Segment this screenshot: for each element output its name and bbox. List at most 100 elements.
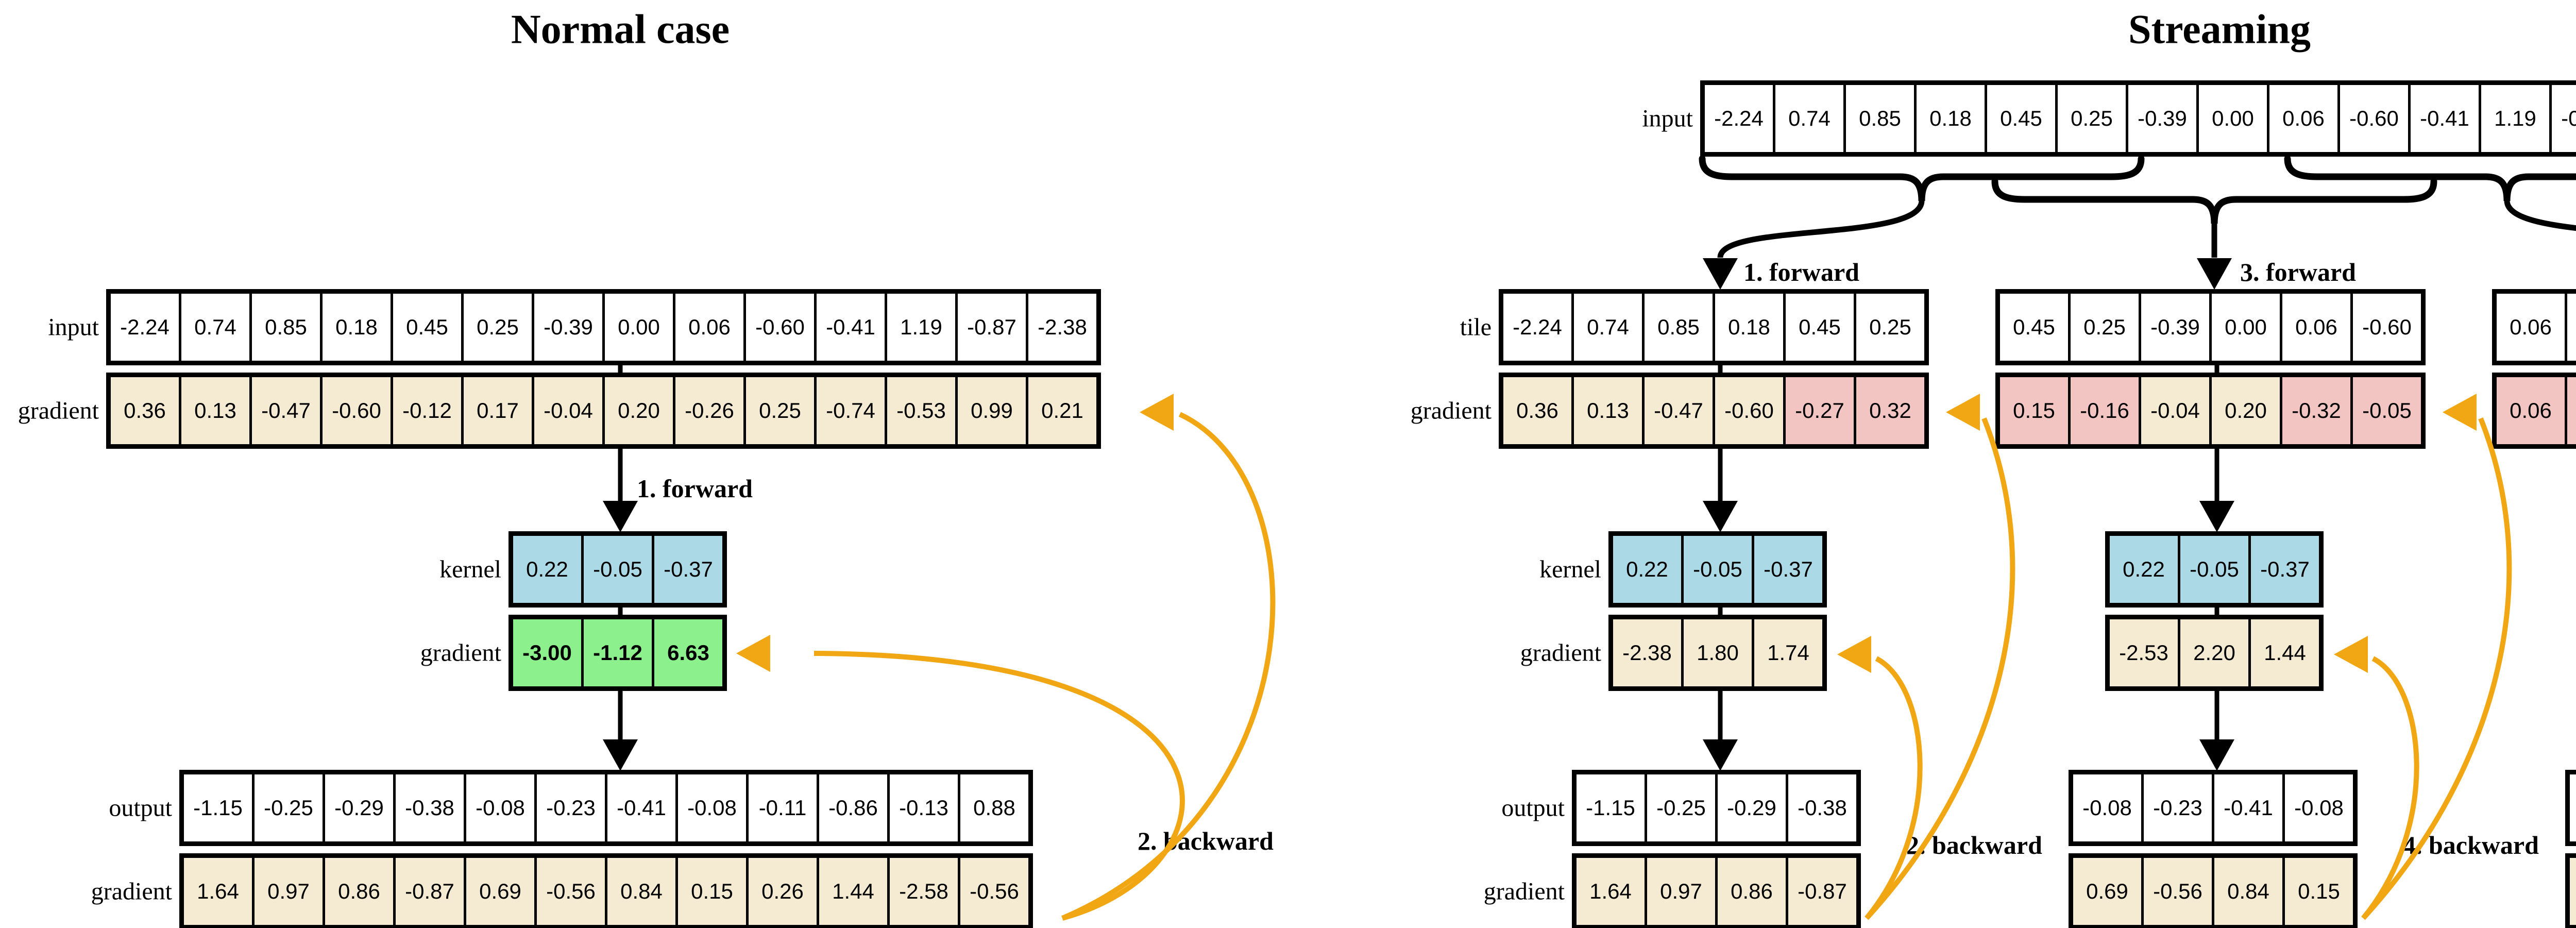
tile-1-output-gradient-row-cell-2: 0.86 <box>1715 855 1788 927</box>
tile-2-output-gradient-row-cell-3: 0.15 <box>2282 855 2355 927</box>
normal-output-gradient-row-cell-1: 0.97 <box>252 855 325 927</box>
normal-input-row-cell-3: 0.18 <box>320 291 393 363</box>
tile-2-row-cell-0: 0.45 <box>1997 291 2071 363</box>
normal-output-row-cell-5: -0.23 <box>534 772 607 844</box>
tile-1-gradient-row-cell-1: 0.13 <box>1571 375 1645 447</box>
tile-2-output-gradient-row-cell-1: -0.56 <box>2141 855 2214 927</box>
normal-kernel-gradient-row-cell-0: -3.00 <box>511 617 584 689</box>
normal-backward-input-arrowhead-icon <box>1140 394 1174 431</box>
normal-output-row-cell-11: 0.88 <box>958 772 1031 844</box>
streaming-tile-gradient-label: gradient <box>1410 397 1492 425</box>
normal-input-row-cell-7: 0.00 <box>602 291 675 363</box>
normal-input-gradient-row-cell-5: 0.17 <box>461 375 534 447</box>
normal-input-row-cell-13: -2.38 <box>1026 291 1099 363</box>
streaming-output-label: output <box>1501 794 1565 822</box>
normal-input-gradient-row-cell-2: -0.47 <box>249 375 323 447</box>
tile-2-gradient-row-cell-3: 0.20 <box>2209 375 2282 447</box>
tile-2-row-cell-2: -0.39 <box>2139 291 2212 363</box>
tile-1-forward-arrowhead-icon <box>1703 258 1738 290</box>
normal-kernel-row-cell-1: -0.05 <box>581 533 654 605</box>
tile-3-output-gradient-row-cell-0: 0.26 <box>2567 855 2576 927</box>
streaming-kernel-label: kernel <box>1539 555 1601 583</box>
tile-1-kernel-row-cell-0: 0.22 <box>1611 533 1684 605</box>
tile-1-gradient-row-cell-5: 0.32 <box>1854 375 1927 447</box>
streaming-input-row-cell-6: -0.39 <box>2126 82 2199 155</box>
normal-kernel-gradient-label: gradient <box>420 639 501 667</box>
normal-input-row-cell-6: -0.39 <box>532 291 605 363</box>
tile-2-backward-step-label: 4. backward <box>2403 831 2539 859</box>
normal-output-gradient-row-cell-5: -0.56 <box>534 855 607 927</box>
normal-input-gradient-row-cell-10: -0.74 <box>814 375 887 447</box>
streaming-input-row-cell-9: -0.60 <box>2337 82 2411 155</box>
tile-2-kernel-row-cell-1: -0.05 <box>2178 533 2251 605</box>
tile-3-row: 0.06-0.60-0.411.19-0.87-2.38 <box>2494 291 2576 363</box>
normal-output-gradient-row-cell-6: 0.84 <box>605 855 678 927</box>
normal-output-row-cell-1: -0.25 <box>252 772 325 844</box>
normal-output-arrowhead-icon <box>603 739 638 771</box>
normal-input-gradient-label: gradient <box>18 397 99 425</box>
normal-input-row-cell-8: 0.06 <box>673 291 746 363</box>
tile-1-row-cell-3: 0.18 <box>1713 291 1786 363</box>
normal-output-row-cell-6: -0.41 <box>605 772 678 844</box>
tile-3-row-cell-0: 0.06 <box>2494 291 2567 363</box>
tile-2-output-row: -0.08-0.23-0.41-0.08 <box>2071 772 2355 844</box>
tile-3-forward-curve <box>2504 199 2576 231</box>
normal-output-gradient-row-cell-0: 1.64 <box>181 855 255 927</box>
streaming-input-row-cell-4: 0.45 <box>1985 82 2058 155</box>
normal-input-row-cell-2: 0.85 <box>249 291 323 363</box>
tile-2-kernel-gradient-row-cell-1: 2.20 <box>2178 617 2251 689</box>
tile-2-kernel-row: 0.22-0.05-0.37 <box>2107 533 2321 605</box>
left-panel-title: Normal case <box>511 7 730 53</box>
tile-1-kernel-row-cell-1: -0.05 <box>1681 533 1754 605</box>
normal-input-gradient-row-cell-13: 0.21 <box>1026 375 1099 447</box>
tile-1-kernel-gradient-row-cell-1: 1.80 <box>1681 617 1754 689</box>
tile-1-row-cell-1: 0.74 <box>1571 291 1645 363</box>
tile-2-backward-tile-arrowhead-icon <box>2443 394 2477 431</box>
normal-kernel-gradient-row-cell-1: -1.12 <box>581 617 654 689</box>
tile-1-kernel-gradient-row-cell-2: 1.74 <box>1752 617 1825 689</box>
tile-3-gradient-row-cell-1: 0.30 <box>2565 375 2576 447</box>
streaming-tile-label: tile <box>1460 313 1492 341</box>
tile-1-kernel-gradient-row-cell-0: -2.38 <box>1611 617 1684 689</box>
streaming-input-row-cell-2: 0.85 <box>1843 82 1917 155</box>
tile-2-forward-step-label: 3. forward <box>2240 258 2356 286</box>
tile-1-backward-kernel-arrowhead-icon <box>1837 636 1871 673</box>
tile-1-output-row-cell-3: -0.38 <box>1786 772 1859 844</box>
streaming-input-row-cell-5: 0.25 <box>2055 82 2128 155</box>
streaming-input-row-cell-3: 0.18 <box>1914 82 1987 155</box>
tile-1-gradient-row-cell-3: -0.60 <box>1713 375 1786 447</box>
normal-output-row-cell-0: -1.15 <box>181 772 255 844</box>
tile-1-output-arrowhead-icon <box>1703 739 1738 771</box>
normal-input-gradient-row-cell-0: 0.36 <box>108 375 181 447</box>
normal-output-gradient-row-cell-7: 0.15 <box>675 855 749 927</box>
tile-1-output-gradient-row-cell-1: 0.97 <box>1645 855 1718 927</box>
tile-2-kernel-gradient-row-cell-0: -2.53 <box>2107 617 2180 689</box>
normal-output-gradient-row-cell-8: 0.26 <box>746 855 819 927</box>
normal-input-gradient-row-cell-4: -0.12 <box>391 375 464 447</box>
tile-2-gradient-row-cell-1: -0.16 <box>2068 375 2141 447</box>
tile-3-row-cell-1: -0.60 <box>2565 291 2576 363</box>
right-panel-title: Streaming <box>2128 7 2311 53</box>
normal-output-gradient-row-cell-9: 1.44 <box>817 855 890 927</box>
streaming-input-row-cell-1: 0.74 <box>1773 82 1846 155</box>
tile-2-gradient-row-cell-0: 0.15 <box>1997 375 2071 447</box>
tile-2-backward-kernel-arrowhead-icon <box>2334 636 2368 673</box>
tile-1-gradient-row-cell-4: -0.27 <box>1783 375 1856 447</box>
normal-kernel-label: kernel <box>439 555 501 583</box>
normal-output-gradient-label: gradient <box>91 878 172 905</box>
tile-1-output-row-cell-1: -0.25 <box>1645 772 1718 844</box>
tile-2-backward-to-kernel-gradient-curve <box>2361 656 2419 920</box>
normal-input-gradient-row-cell-7: 0.20 <box>602 375 675 447</box>
tile-1-row-cell-0: -2.24 <box>1501 291 1574 363</box>
normal-forward-step-label: 1. forward <box>637 474 753 503</box>
normal-input-row-cell-11: 1.19 <box>885 291 958 363</box>
tile-3-gradient-row: 0.060.30-0.74-0.530.990.21 <box>2494 375 2576 447</box>
normal-kernel-row-cell-2: -0.37 <box>652 533 725 605</box>
